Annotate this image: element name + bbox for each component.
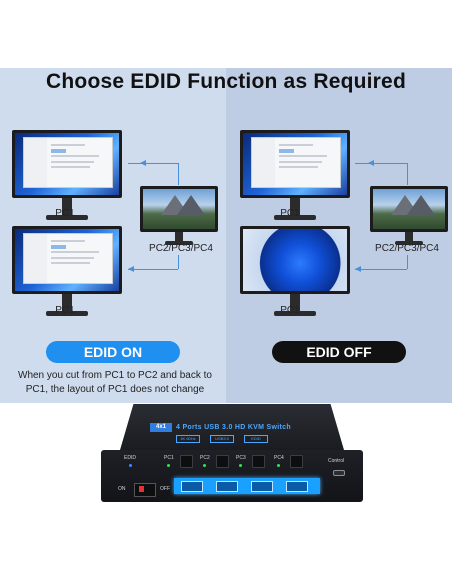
monitor-pc1-bottom-right (240, 226, 350, 316)
monitor-pc1-top-left (12, 130, 122, 220)
control-label: Control (328, 458, 345, 464)
switch-knob (139, 486, 144, 492)
arrow-line-left-top (128, 163, 178, 164)
port-label-pc4: PC4 (274, 455, 284, 461)
page-title: Choose EDID Function as Required (46, 70, 406, 93)
monitor-pc-group-left (140, 186, 218, 245)
arrow-head-left-top (140, 160, 146, 166)
arrow-head-left-bottom (128, 266, 134, 272)
port-label-pc3: PC3 (236, 455, 246, 461)
pc4-select-button[interactable] (290, 455, 303, 468)
arrow-line-right-right (407, 163, 408, 185)
edid-led (129, 464, 132, 467)
usb-port-4 (286, 481, 308, 492)
usb-c-port (333, 470, 345, 476)
pc1-select-button[interactable] (180, 455, 193, 468)
pc4-led (277, 464, 280, 467)
usb-port-3 (251, 481, 273, 492)
pc1-bottom-label-right: PC1 (280, 305, 300, 316)
monitor-pc1-top-right (240, 130, 350, 220)
pc1-top-label-left: PC1 (55, 208, 75, 219)
pc1-bottom-label-left: PC1 (55, 305, 75, 316)
arrow-line-right-down (407, 255, 408, 269)
usb-port-strip (174, 478, 320, 494)
usb-port-1 (181, 481, 203, 492)
pc3-led (239, 464, 242, 467)
monitor-pc-group-right (370, 186, 448, 245)
arrow-line-left-down (178, 255, 179, 269)
port-label-pc1: PC1 (164, 455, 174, 461)
edid-off-badge: EDID OFF (272, 341, 406, 363)
edid-on-description: When you cut from PC1 to PC2 and back to… (18, 370, 212, 395)
monitor-pc1-bottom-left (12, 226, 122, 316)
pc1-top-label-right: PC1 (280, 208, 300, 219)
arrow-line-left-bottom (128, 269, 178, 270)
model-badge: 4x1 (150, 423, 172, 432)
pc1-led (167, 464, 170, 467)
arrow-line-right-top (355, 163, 407, 164)
edid-on-badge: EDID ON (46, 341, 180, 363)
pc-group-label-left: PC2/PC3/PC4 (149, 243, 213, 254)
spec-tag-1: 4K 60Hz (176, 435, 200, 443)
pc2-select-button[interactable] (216, 455, 229, 468)
arrow-head-right-bottom (355, 266, 361, 272)
edid-label: EDID (124, 455, 136, 461)
edid-toggle-switch[interactable] (134, 483, 156, 497)
port-label-pc2: PC2 (200, 455, 210, 461)
switch-on-label: ON (118, 486, 126, 492)
spec-tag-3: EDID (244, 435, 268, 443)
pc3-select-button[interactable] (252, 455, 265, 468)
spec-tag-2: USB3.0 (210, 435, 234, 443)
pc2-led (203, 464, 206, 467)
switch-off-label: OFF (160, 486, 170, 492)
arrow-line-left-right (178, 163, 179, 185)
usb-port-2 (216, 481, 238, 492)
model-title: 4 Ports USB 3.0 HD KVM Switch (176, 424, 291, 431)
arrow-head-right-top (368, 160, 374, 166)
arrow-line-right-bottom (355, 269, 407, 270)
pc-group-label-right: PC2/PC3/PC4 (375, 243, 439, 254)
